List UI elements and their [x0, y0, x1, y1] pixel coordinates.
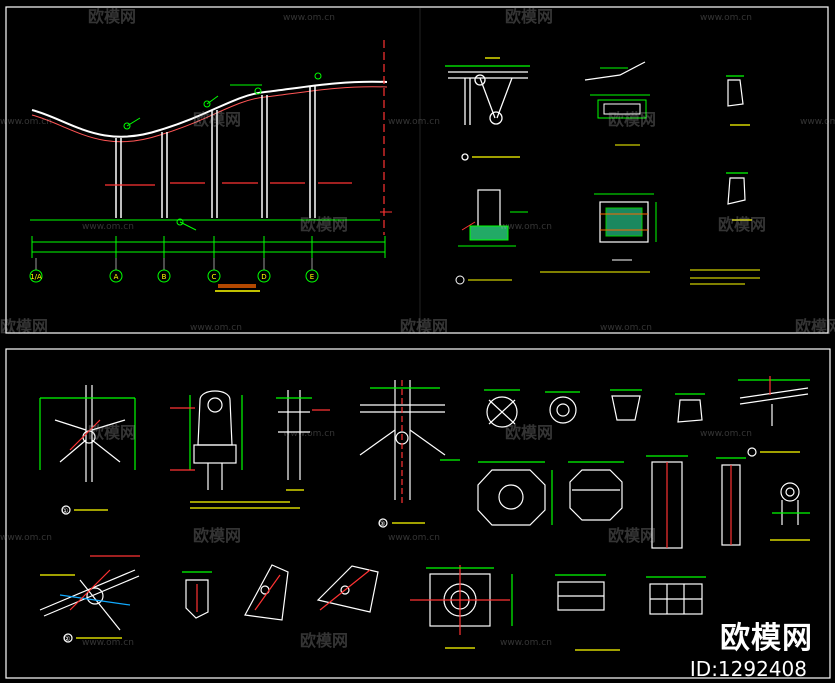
watermark-url: www.om.cn [283, 13, 335, 23]
grid-label-1a: 1/A [30, 273, 42, 281]
trapezoid-profiles [610, 389, 705, 423]
svg-text:欧模网: 欧模网 [718, 215, 766, 234]
svg-text:欧模网: 欧模网 [193, 110, 241, 129]
flange-plan-detail [410, 565, 513, 649]
brand-watermark: 欧模网 [720, 621, 813, 656]
top-panel-frame [5, 6, 829, 334]
watermark-brand: 欧模网 [88, 7, 136, 26]
inclined-beam-detail [738, 376, 810, 457]
svg-text:www.om.cn: www.om.cn [700, 429, 752, 439]
octagon-plates [477, 461, 624, 526]
svg-text:欧模网: 欧模网 [300, 631, 348, 650]
detail-number-1: ① [62, 507, 68, 515]
svg-text:欧模网: 欧模网 [608, 526, 656, 545]
canopy-elevation: 1/A A B C D E [29, 40, 392, 292]
grid-label-b: B [162, 273, 167, 281]
grid-bubble-1a [29, 269, 43, 283]
svg-text:www.om.cn: www.om.cn [82, 638, 134, 648]
svg-text:www.om.cn: www.om.cn [0, 117, 52, 127]
detail-number-2: ② [64, 635, 70, 643]
svg-text:www.om.cn: www.om.cn [500, 222, 552, 232]
svg-text:www.om.cn: www.om.cn [800, 117, 835, 127]
svg-text:www.om.cn: www.om.cn [82, 222, 134, 232]
grid-label-a: A [114, 273, 119, 281]
pipe-sections [484, 389, 580, 428]
svg-text:欧模网: 欧模网 [400, 317, 448, 336]
svg-text:www.om.cn: www.om.cn [388, 533, 440, 543]
svg-text:欧模网: 欧模网 [505, 423, 553, 442]
svg-text:www.om.cn: www.om.cn [700, 13, 752, 23]
watermark-layer: 欧模网 欧模网 欧模网 欧模网 欧模网 欧模网 欧模网 欧模网 欧模网 欧模网 … [0, 7, 835, 650]
bottom-drawing-panel: ① [5, 348, 831, 679]
base-plates-bottom [555, 574, 706, 651]
joint-plan-detail [584, 61, 650, 146]
svg-text:www.om.cn: www.om.cn [388, 117, 440, 127]
node-detail-2: ② [39, 555, 140, 643]
svg-text:欧模网: 欧模网 [608, 110, 656, 129]
svg-text:www.om.cn: www.om.cn [500, 638, 552, 648]
grid-label-d: D [261, 273, 266, 281]
grid-bubble-c [207, 269, 221, 283]
model-id-stamp: ID:1292408 [689, 657, 807, 681]
truss-node-detail [445, 57, 530, 161]
vertical-plates [646, 455, 746, 549]
top-notes [540, 269, 760, 285]
gusset-plates [182, 564, 379, 621]
column-section-detail [276, 390, 330, 491]
svg-text:欧模网: 欧模网 [0, 317, 48, 336]
grid-bubble-e [305, 269, 319, 283]
svg-text:欧模网: 欧模网 [300, 215, 348, 234]
canopy-roof-curve [31, 80, 388, 138]
lug-plate-detail [170, 390, 300, 509]
svg-text:欧模网: 欧模网 [505, 7, 553, 26]
grid-bubble-b [157, 269, 171, 283]
section-profiles [726, 75, 752, 221]
svg-text:www.om.cn: www.om.cn [600, 323, 652, 333]
grid-bubble-a [109, 269, 123, 283]
joint-elevation-detail: ③ [359, 380, 460, 528]
grid-axis-bubbles: 1/A A B C D E [29, 258, 319, 283]
node-detail-1: ① [39, 385, 136, 515]
bottom-panel-frame [5, 348, 831, 679]
base-plate-detail [455, 189, 528, 285]
svg-text:www.om.cn: www.om.cn [0, 533, 52, 543]
svg-text:欧模网: 欧模网 [88, 423, 136, 442]
detail-number-3: ③ [379, 520, 385, 528]
grid-label-c: C [212, 273, 217, 281]
svg-text:欧模网: 欧模网 [193, 526, 241, 545]
plate-plan-detail [594, 193, 657, 261]
grid-bubble-d [257, 269, 271, 283]
svg-text:www.om.cn: www.om.cn [283, 429, 335, 439]
lug-right-detail [770, 482, 810, 541]
svg-text:欧模网: 欧模网 [795, 317, 835, 336]
grid-label-e: E [310, 273, 314, 281]
svg-text:www.om.cn: www.om.cn [190, 323, 242, 333]
top-drawing-panel: 1/A A B C D E [5, 6, 829, 334]
